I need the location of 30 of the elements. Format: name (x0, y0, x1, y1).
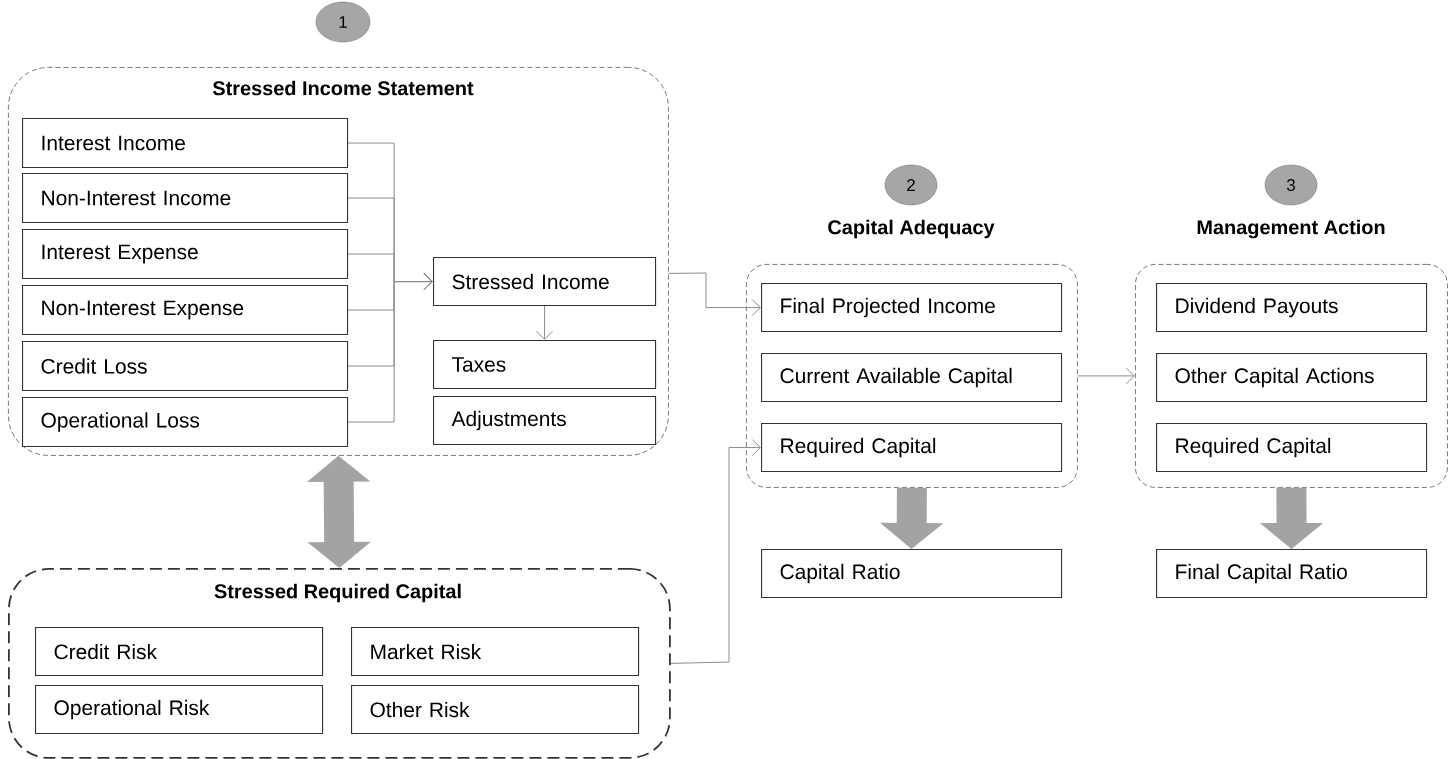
group-heading: Capital Adequacy (828, 219, 995, 239)
item-box: Non-Interest Expense (22, 285, 349, 336)
arrow (668, 272, 761, 317)
arrow (536, 305, 554, 340)
arrow (347, 273, 433, 423)
item-box: Capital Ratio (761, 549, 1063, 599)
item-box: Interest Expense (22, 229, 349, 280)
item-box: Other Risk (351, 685, 640, 735)
item-box: Other Capital Actions (1156, 353, 1428, 403)
item-box: Dividend Payouts (1156, 283, 1428, 333)
item-box: Final Projected Income (761, 283, 1063, 333)
item-box: Taxes (433, 340, 657, 390)
item-box: Stressed Income (433, 257, 657, 307)
item-box: Credit Risk (35, 627, 324, 677)
item-box: Credit Loss (22, 341, 349, 392)
item-box: Non-Interest Income (22, 173, 349, 224)
item-box: Required Capital (1156, 423, 1428, 473)
group-heading: Stressed Required Capital (214, 583, 461, 603)
item-box: Final Capital Ratio (1156, 549, 1428, 599)
arrow (670, 439, 761, 664)
item-box: Operational Loss (22, 397, 349, 448)
group-heading: Management Action (1197, 219, 1385, 239)
item-box: Required Capital (761, 423, 1063, 473)
item-box: Current Available Capital (761, 353, 1063, 403)
arrow (1077, 367, 1135, 385)
item-box: Interest Income (22, 118, 349, 169)
item-box: Market Risk (351, 627, 640, 677)
item-box: Adjustments (433, 396, 657, 446)
group-heading: Stressed Income Statement (212, 80, 474, 96)
item-box: Operational Risk (35, 685, 324, 735)
